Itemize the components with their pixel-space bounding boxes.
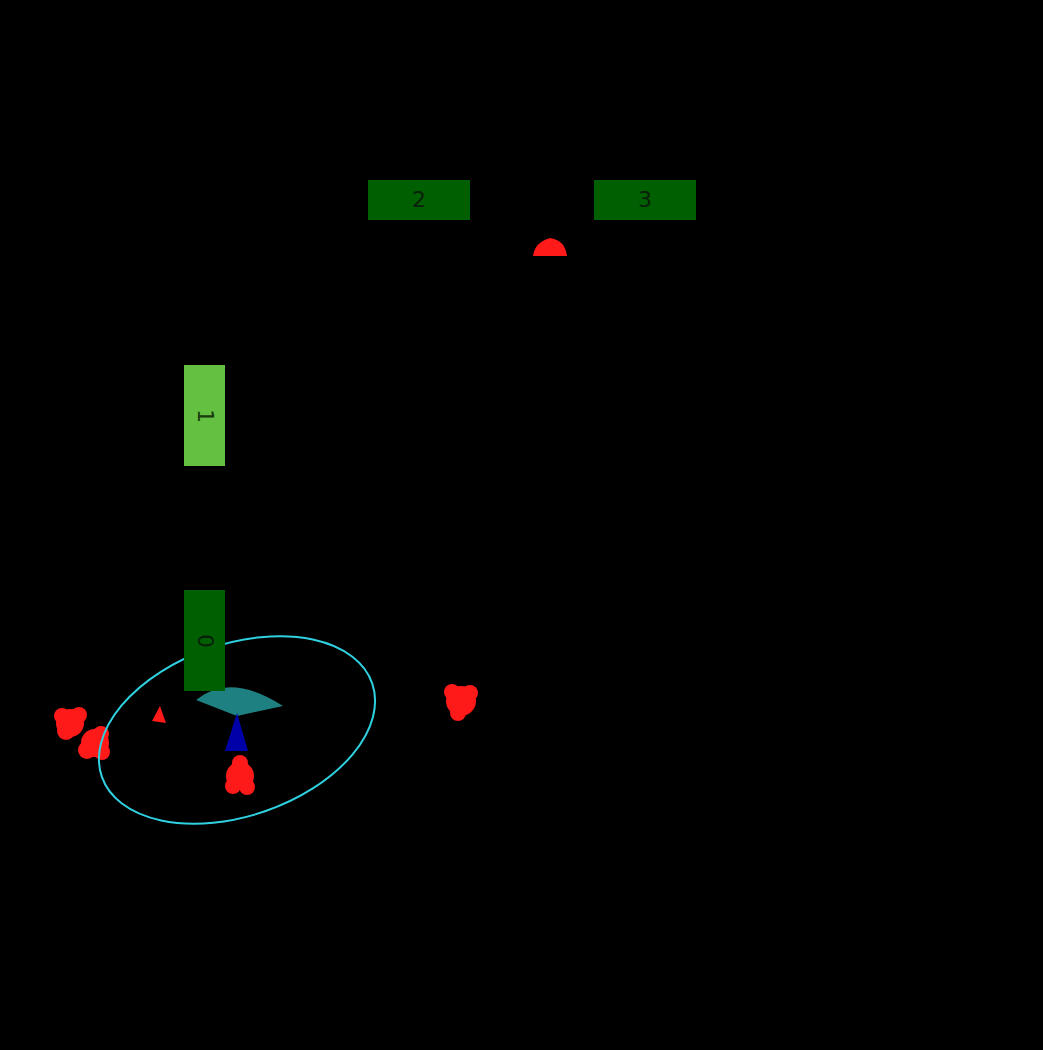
particle-cloud	[54, 707, 87, 740]
landmark-id: 2	[412, 189, 426, 211]
landmark-id: 1	[194, 409, 216, 423]
landmark-id: 3	[638, 189, 652, 211]
particle	[152, 706, 166, 723]
landmark-box: 1	[184, 365, 225, 466]
covariance-ellipse	[74, 602, 400, 858]
particles	[54, 238, 567, 795]
landmark-id: 0	[194, 634, 216, 648]
sensor-fan	[196, 687, 283, 716]
robot-marker	[225, 713, 248, 751]
particle-cloud	[533, 238, 567, 256]
landmark-box: 3	[594, 180, 696, 220]
landmark-box: 0	[184, 590, 225, 691]
particle-cloud	[225, 755, 255, 795]
particle-cloud	[444, 684, 478, 721]
landmark-box: 2	[368, 180, 470, 220]
